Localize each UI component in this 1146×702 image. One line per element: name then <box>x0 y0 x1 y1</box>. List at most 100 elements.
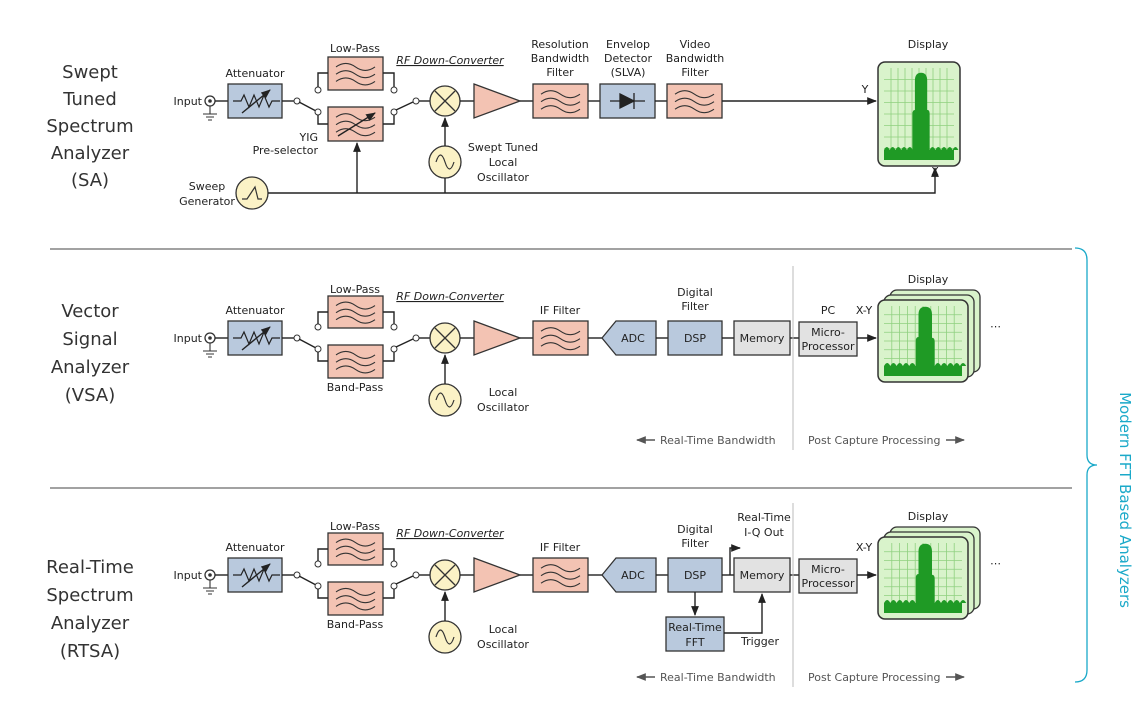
if-filter-label: IF Filter <box>540 541 581 554</box>
vbw-label: Video <box>680 38 711 51</box>
sine-wave-icon <box>435 154 455 170</box>
variable-arrow-icon <box>241 89 271 114</box>
filter-wave-icon <box>335 587 376 596</box>
switch-contact-icon <box>390 86 398 94</box>
filter-wave-icon <box>335 545 376 554</box>
adc-label: ADC <box>621 569 645 582</box>
filter-wave-icon <box>540 342 581 351</box>
ground-icon <box>203 580 217 595</box>
filter-wave-icon <box>335 77 376 86</box>
sweep-generator-icon <box>235 176 269 210</box>
sine-wave-icon <box>435 392 455 408</box>
envelope-detector-label: Detector <box>604 52 652 65</box>
pc-label: PC <box>821 304 836 317</box>
sa-title: Analyzer <box>51 143 130 164</box>
switch-contact-icon <box>314 108 322 116</box>
switch-contact-icon <box>390 345 398 353</box>
more-displays-ellipsis: ⋯ <box>990 320 1001 333</box>
vbw-label: Filter <box>681 66 709 79</box>
variable-arrow-icon <box>241 326 271 351</box>
microprocessor-label: Micro- <box>811 326 845 339</box>
lo-label: Local <box>489 386 518 399</box>
sa-title: Swept <box>62 62 118 83</box>
connector-line <box>317 72 328 87</box>
sweep-line <box>268 167 939 194</box>
switch-contact-icon <box>314 560 322 568</box>
filter-wave-icon <box>335 70 376 79</box>
filter-wave-icon <box>335 315 376 324</box>
sa-title: Tuned <box>62 89 117 110</box>
microprocessor-label: Processor <box>802 577 855 590</box>
diode-icon <box>610 92 645 110</box>
iq-out-line <box>729 544 741 575</box>
switch-contact-icon <box>390 108 398 116</box>
dsp-label: DSP <box>684 569 706 582</box>
filter-wave-icon <box>540 564 581 573</box>
memory-block <box>733 557 791 593</box>
switch-pole-icon <box>412 97 420 105</box>
display-screen <box>877 526 981 620</box>
low-pass-label: Low-Pass <box>330 520 380 533</box>
display-label: Display <box>908 38 949 51</box>
filter-wave-icon <box>540 334 581 343</box>
filter-wave-icon <box>335 350 376 359</box>
memory-label: Memory <box>740 569 785 582</box>
dsp-label: DSP <box>684 332 706 345</box>
filter-wave-icon <box>335 62 376 71</box>
real-time-fft-block <box>665 616 725 652</box>
display-label: Display <box>908 510 949 523</box>
amplifier-icon <box>473 320 522 356</box>
display-label: Display <box>908 273 949 286</box>
switch-pole-icon <box>293 571 301 579</box>
switch-contact-icon <box>314 323 322 331</box>
microprocessor-label: Micro- <box>811 563 845 576</box>
memory-label: Memory <box>740 332 785 345</box>
connector-line <box>383 548 395 561</box>
vsa-title: Vector <box>61 301 119 322</box>
x-axis-label: X <box>931 165 939 178</box>
connector-line <box>317 115 328 125</box>
filter-wave-icon <box>335 365 376 374</box>
filter-wave-icon <box>335 538 376 547</box>
connector-line <box>317 311 328 324</box>
microprocessor-block <box>798 558 858 594</box>
variable-arrow-icon <box>241 563 271 588</box>
sa-title: Spectrum <box>46 116 133 137</box>
input-connector-center <box>208 336 212 340</box>
lo-label: Local <box>489 156 518 169</box>
filter-wave-icon <box>540 579 581 588</box>
filter-wave-icon <box>335 358 376 367</box>
real-time-bandwidth-label: Real-Time Bandwidth <box>660 671 776 684</box>
amplifier-icon <box>473 83 522 119</box>
switch-contact-icon <box>314 582 322 590</box>
preselector-label: YIG <box>299 131 319 144</box>
sweep-generator-label: Generator <box>179 195 235 208</box>
attenuator-label: Attenuator <box>226 67 285 80</box>
digital-filter-label: Digital <box>677 286 713 299</box>
filter-wave-icon <box>674 90 715 99</box>
memory-block <box>733 320 791 356</box>
rf-down-converter-label: RF Down-Converter <box>396 527 505 540</box>
iq-out-label: I-Q Out <box>744 526 784 539</box>
filter-wave-icon <box>674 105 715 114</box>
iq-out-label: Real-Time <box>737 511 791 524</box>
switch-blade <box>298 101 317 112</box>
filter-wave-icon <box>540 90 581 99</box>
envelope-detector-label: Envelop <box>606 38 650 51</box>
filter-wave-icon <box>335 301 376 310</box>
spectrum-trace <box>884 306 967 376</box>
post-capture-processing-label: Post Capture Processing <box>808 434 940 447</box>
digital-filter-label: Filter <box>681 300 709 313</box>
connector-line <box>317 589 328 599</box>
rbw-label: Filter <box>546 66 574 79</box>
connector-line <box>383 352 395 362</box>
modern-fft-analyzers-label: Modern FFT Based Analyzers <box>1116 392 1134 608</box>
xy-label: X-Y <box>856 541 873 554</box>
preselector-label: Pre-selector <box>253 144 319 157</box>
lo-label: Local <box>489 623 518 636</box>
switch-pole-icon <box>293 334 301 342</box>
rbw-label: Resolution <box>531 38 589 51</box>
input-label: Input <box>174 569 203 582</box>
filter-wave-icon <box>540 97 581 106</box>
input-label: Input <box>174 95 203 108</box>
